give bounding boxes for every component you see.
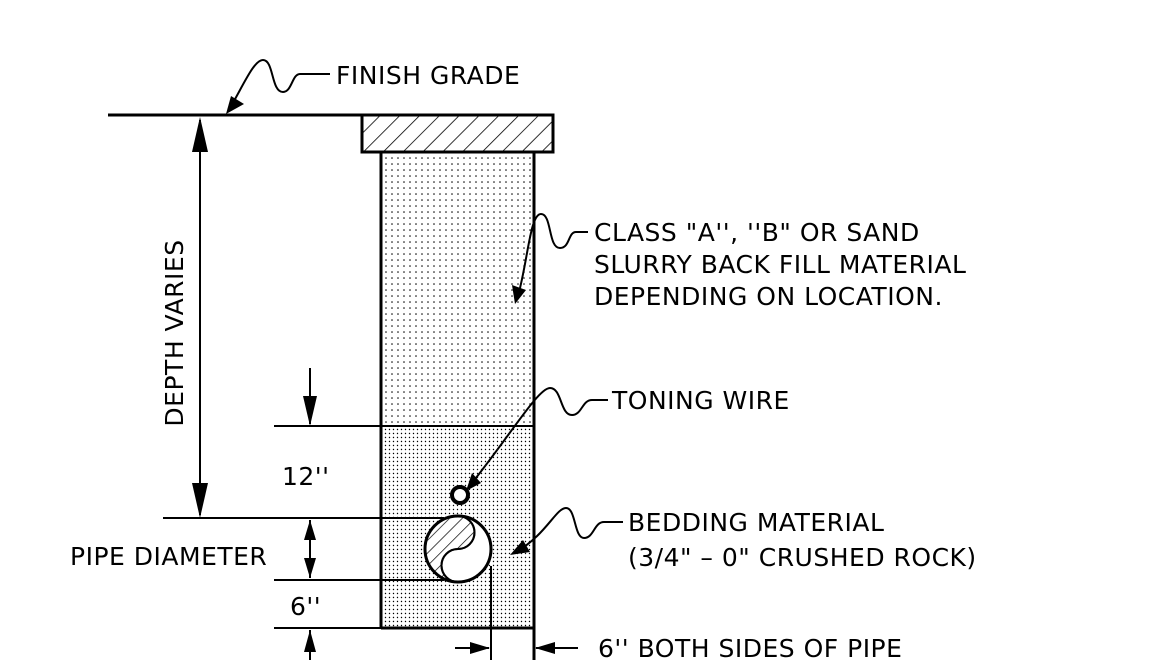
both-sides-label: 6'' BOTH SIDES OF PIPE: [598, 634, 902, 660]
pipe-diameter-label: PIPE DIAMETER: [70, 542, 267, 571]
finish-grade-label: FINISH GRADE: [336, 61, 520, 90]
twelve-inch-label: 12'': [282, 462, 330, 491]
backfill-label-line2: SLURRY BACK FILL MATERIAL: [594, 250, 966, 279]
backfill-zone: [381, 152, 534, 426]
bedding-label-line2: (3/4" – 0" CRUSHED ROCK): [628, 543, 977, 572]
pavement-cap: [360, 113, 555, 154]
bedding-leader: [510, 506, 623, 555]
six-inch-dimension: [304, 630, 316, 660]
toning-wire-leader: [466, 386, 608, 491]
pipe-diameter-dimension: [304, 520, 316, 578]
backfill-label-line1: CLASS "A'', ''B" OR SAND: [594, 218, 920, 247]
depth-varies-dimension: [192, 117, 208, 518]
backfill-label-line3: DEPENDING ON LOCATION.: [594, 282, 943, 311]
six-inch-label: 6'': [290, 592, 321, 621]
both-sides-dimension: [455, 642, 578, 654]
twelve-inch-dimension: [303, 368, 317, 426]
backfill-leader: [512, 212, 588, 304]
depth-varies-label: DEPTH VARIES: [160, 239, 189, 426]
toning-wire-icon: [450, 485, 470, 505]
bedding-label-line1: BEDDING MATERIAL: [628, 508, 884, 537]
pipe-icon: [423, 514, 493, 584]
finish-grade-leader: [226, 58, 330, 114]
toning-wire-label: TONING WIRE: [611, 386, 790, 415]
